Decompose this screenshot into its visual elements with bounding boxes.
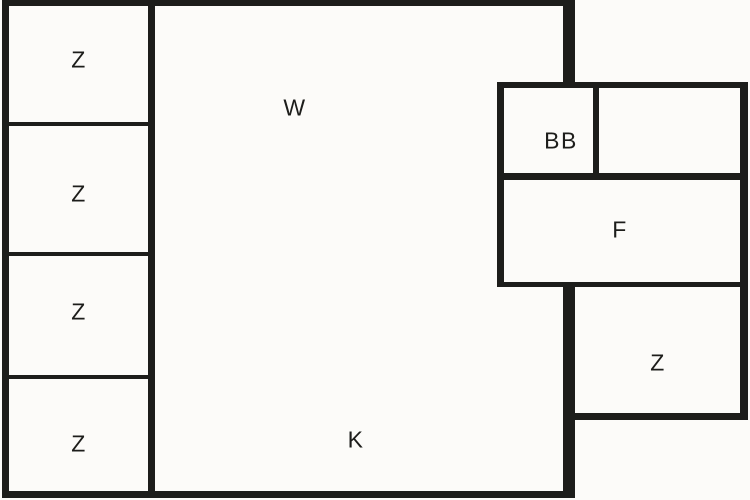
room-label-w: W [283,94,307,121]
room-label-f: F [612,216,628,243]
wall-bb-divider [593,88,599,180]
wall-main-right-lower [563,282,575,498]
wall-z-divider-2 [9,252,148,256]
room-label-z-5: Z [650,349,666,376]
wall-z-column-right [148,0,155,498]
room-label-z-1: Z [71,46,87,73]
wall-outer-top [2,0,575,6]
wall-annex-left [497,82,504,287]
room-label-z-3: Z [71,298,87,325]
wall-z5-right [740,287,748,420]
wall-f-bottom [497,282,748,287]
room-label-z-4: Z [71,430,87,457]
wall-bb-row-bottom [497,173,748,180]
wall-z-divider-1 [9,122,148,126]
wall-z5-bottom [563,413,748,420]
wall-outer-bottom [2,491,575,498]
room-label-z-2: Z [71,180,87,207]
wall-annex-right-upper [740,82,748,287]
room-label-bb: BB [544,127,578,154]
wall-outer-left [2,0,9,498]
room-label-k: K [347,426,365,453]
wall-z-divider-3 [9,375,148,379]
wall-annex-top [497,82,748,88]
wall-main-right-upper [563,0,575,88]
